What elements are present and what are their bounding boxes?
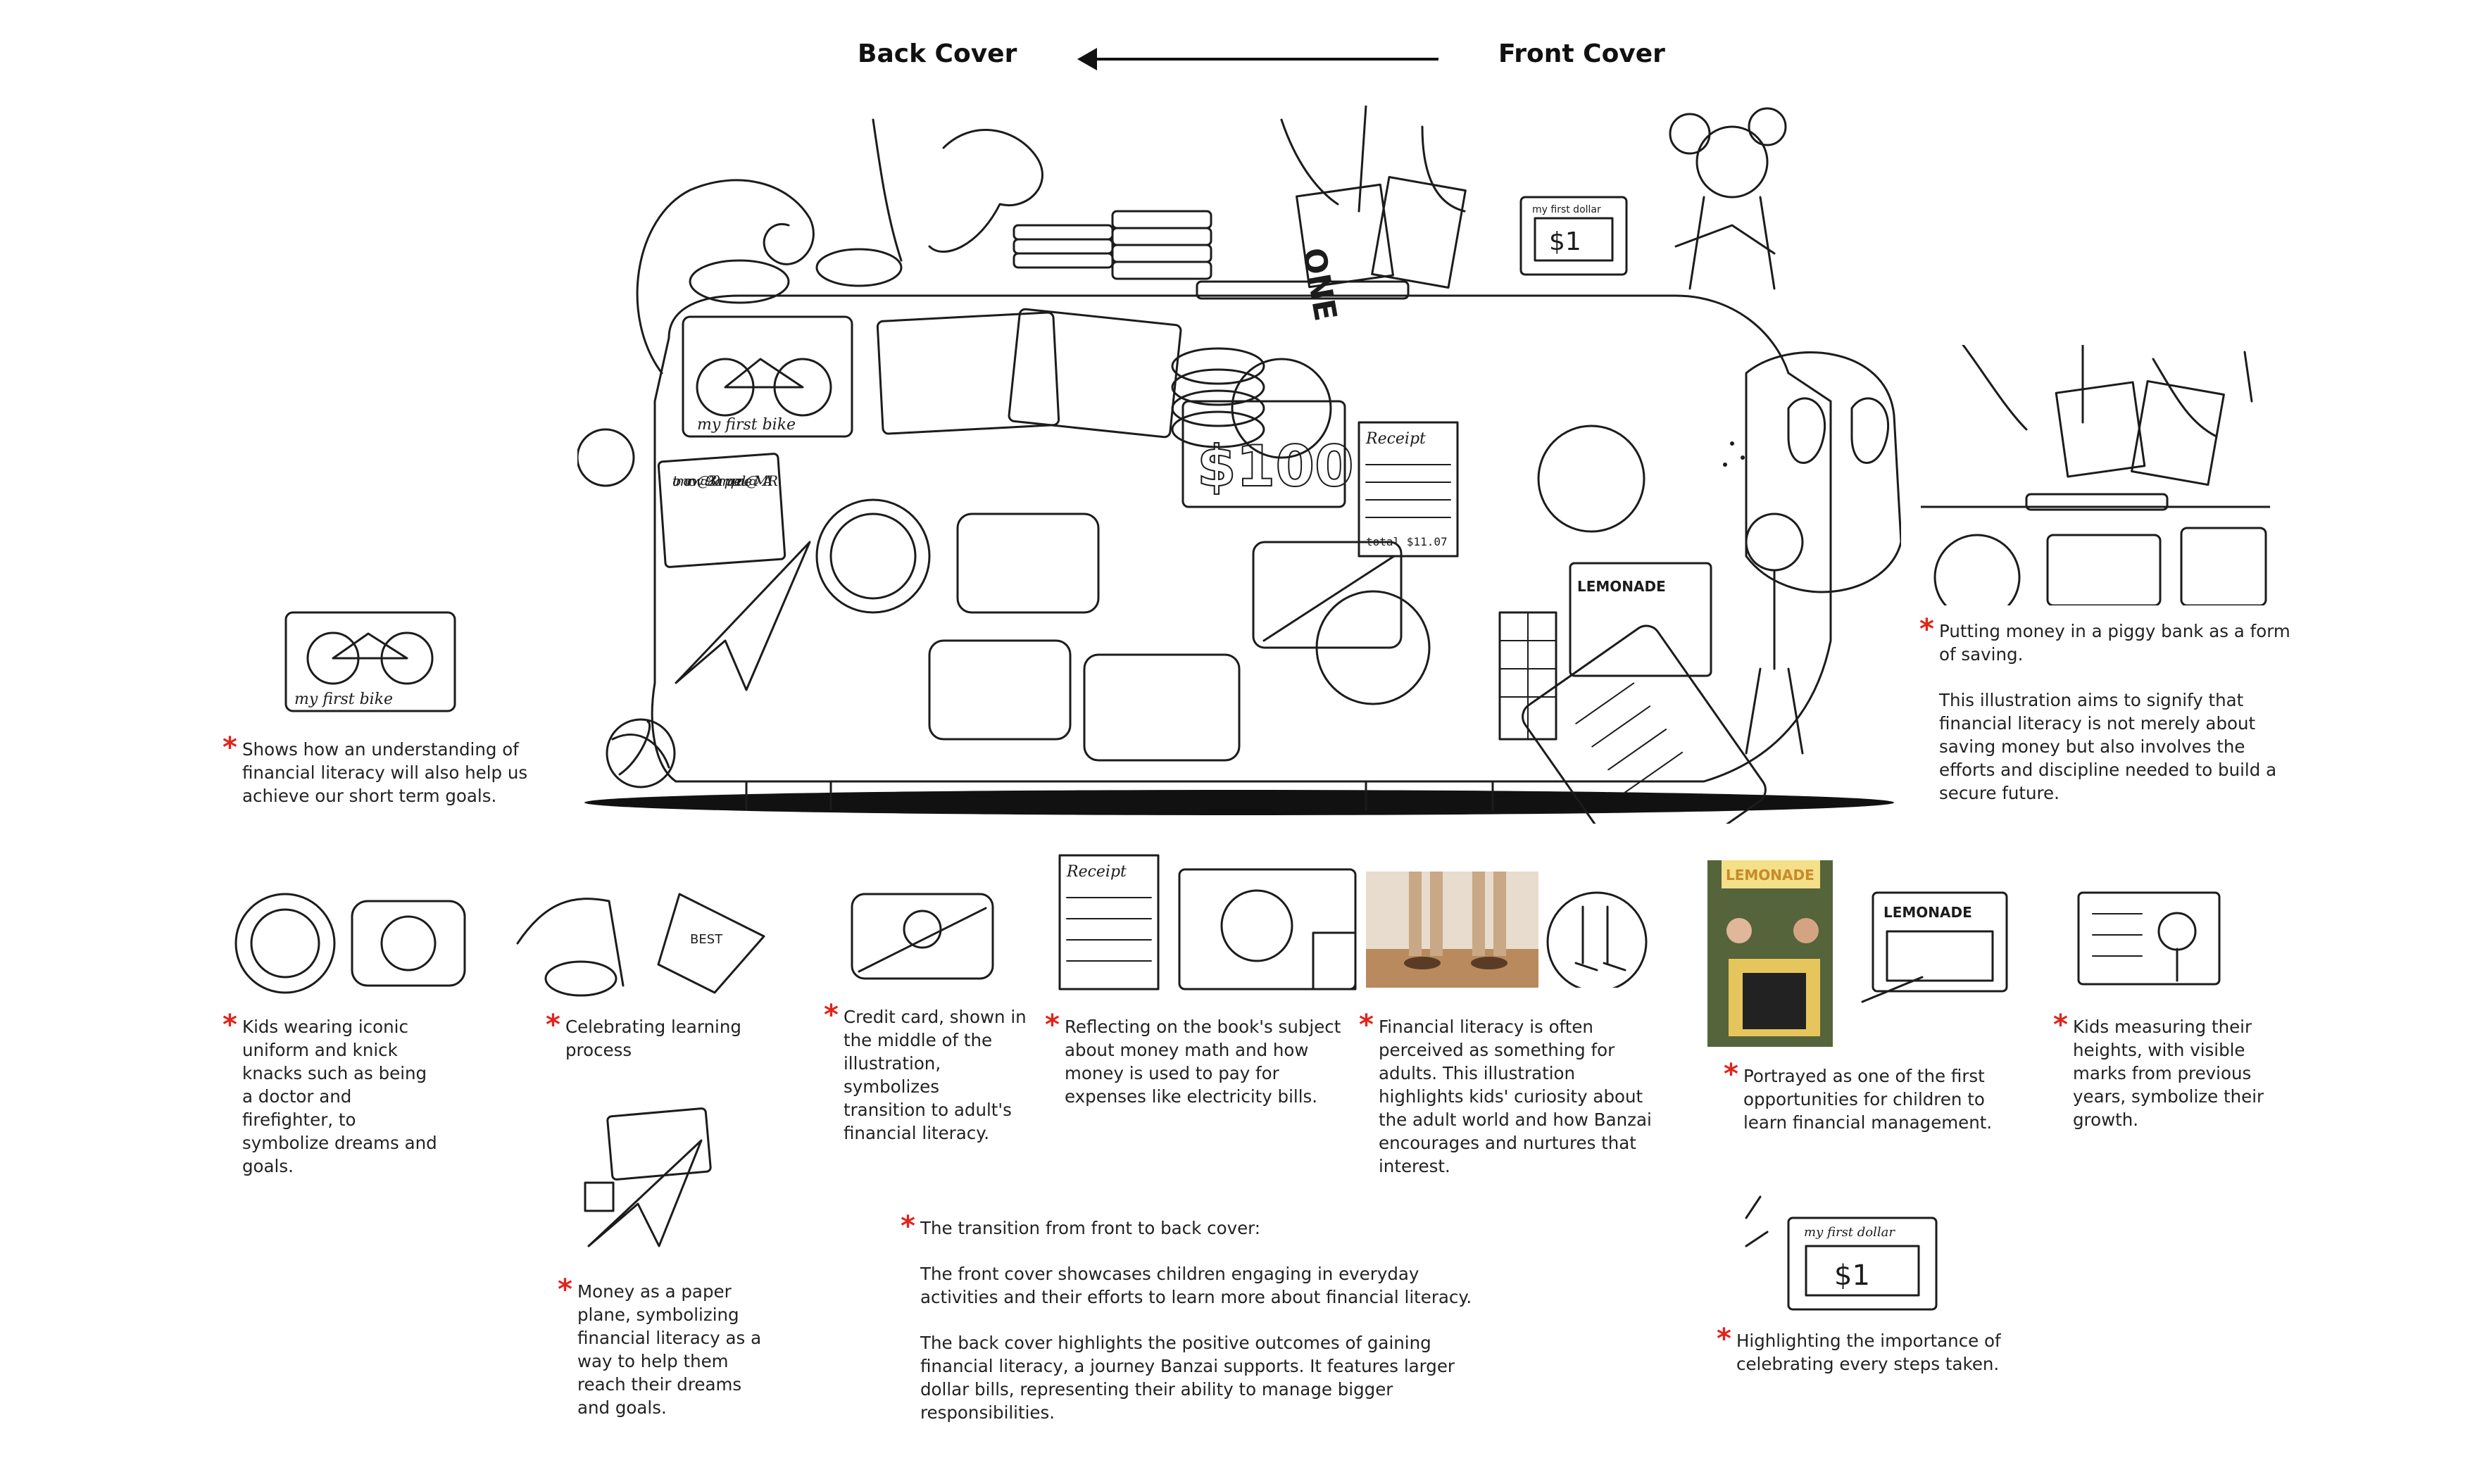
first-dollar-frame-text: my first dollar	[1532, 204, 1601, 215]
adult-world-note: * Financial literacy is often perceived …	[1359, 1009, 1652, 1176]
svg-text:BEST: BEST	[690, 932, 723, 947]
paper-plane-note: * Money as a paper plane, symbolizing fi…	[558, 1274, 762, 1418]
bike-caption: my first bike	[697, 416, 796, 434]
lemonade-sign: LEMONADE	[1577, 578, 1666, 595]
lemonade-stand-photo: LEMONADE	[1707, 860, 1833, 1047]
uniforms-thumbnail	[222, 873, 479, 996]
asterisk-icon: *	[222, 1009, 237, 1041]
learning-thumbnail: BEST	[503, 859, 785, 1000]
svg-text:my first dollar: my first dollar	[1804, 1225, 1895, 1240]
first-dollar-thumbnail: my first dollar $1	[1739, 1190, 1950, 1320]
piggy-bank-note: * Putting money in a piggy bank as a for…	[1919, 613, 2290, 803]
asterisk-icon: *	[1717, 1323, 1731, 1355]
lemonade-thumbnail: LEMONADE	[1859, 879, 2017, 1009]
learning-note: * Celebrating learning process	[546, 1009, 741, 1060]
asterisk-icon: *	[2053, 1009, 2068, 1041]
bike-thumbnail: my first bike	[280, 598, 462, 718]
piggy-bank-illustration: ONE my first dollar $1 my first bike $10…	[576, 104, 1902, 882]
receipt-note: * Reflecting on the book's subject about…	[1045, 1009, 1341, 1107]
reminder-note: tomorrow @9:30am paper due @MAR	[672, 472, 778, 489]
svg-text:LEMONADE: LEMONADE	[1883, 904, 1972, 921]
back-cover-label: Back Cover	[858, 39, 1017, 68]
direction-arrow	[1076, 44, 1442, 75]
lemonade-note: * Portrayed as one of the first opportun…	[1724, 1058, 1993, 1133]
asterisk-icon: *	[1045, 1009, 1060, 1041]
shoes-thumbnail	[1541, 864, 1664, 988]
first-dollar-note: * Highlighting the importance of celebra…	[1717, 1323, 2001, 1374]
uniforms-note: * Kids wearing iconic uniform and knick …	[222, 1009, 437, 1176]
credit-card-thumbnail	[838, 873, 1007, 989]
hundred-bill-text: $100	[1197, 434, 1354, 499]
heights-note: * Kids measuring their heights, with vis…	[2053, 1009, 2264, 1130]
asterisk-icon: *	[222, 731, 237, 764]
adult-world-photo	[1366, 872, 1538, 988]
credit-card-note: * Credit card, shown in the middle of th…	[824, 999, 1027, 1143]
asterisk-icon: *	[1359, 1009, 1374, 1041]
receipt-title: Receipt	[1365, 430, 1426, 448]
bike-note: * Shows how an understanding of financia…	[222, 731, 528, 806]
svg-text:$1: $1	[1834, 1259, 1870, 1292]
svg-text:LEMONADE: LEMONADE	[1726, 867, 1814, 884]
transition-note: * The transition from front to back cove…	[901, 1210, 1472, 1423]
receipt-thumbnail: Receipt	[1053, 848, 1366, 996]
front-cover-label: Front Cover	[1498, 39, 1665, 68]
asterisk-icon: *	[1919, 613, 1934, 646]
svg-text:Receipt: Receipt	[1066, 863, 1127, 881]
svg-text:my first bike: my first bike	[294, 691, 393, 708]
asterisk-icon: *	[1724, 1058, 1738, 1090]
paper-plane-thumbnail	[582, 1105, 715, 1253]
piggy-bank-thumbnail	[1921, 345, 2270, 605]
asterisk-icon: *	[901, 1210, 915, 1243]
one-dollar-text: $1	[1549, 227, 1581, 256]
svg-text:ONE: ONE	[1296, 245, 1343, 324]
asterisk-icon: *	[824, 999, 839, 1031]
heights-thumbnail	[2064, 879, 2233, 995]
receipt-total: total $11.07	[1366, 535, 1448, 548]
asterisk-icon: *	[546, 1009, 560, 1041]
asterisk-icon: *	[558, 1274, 572, 1306]
